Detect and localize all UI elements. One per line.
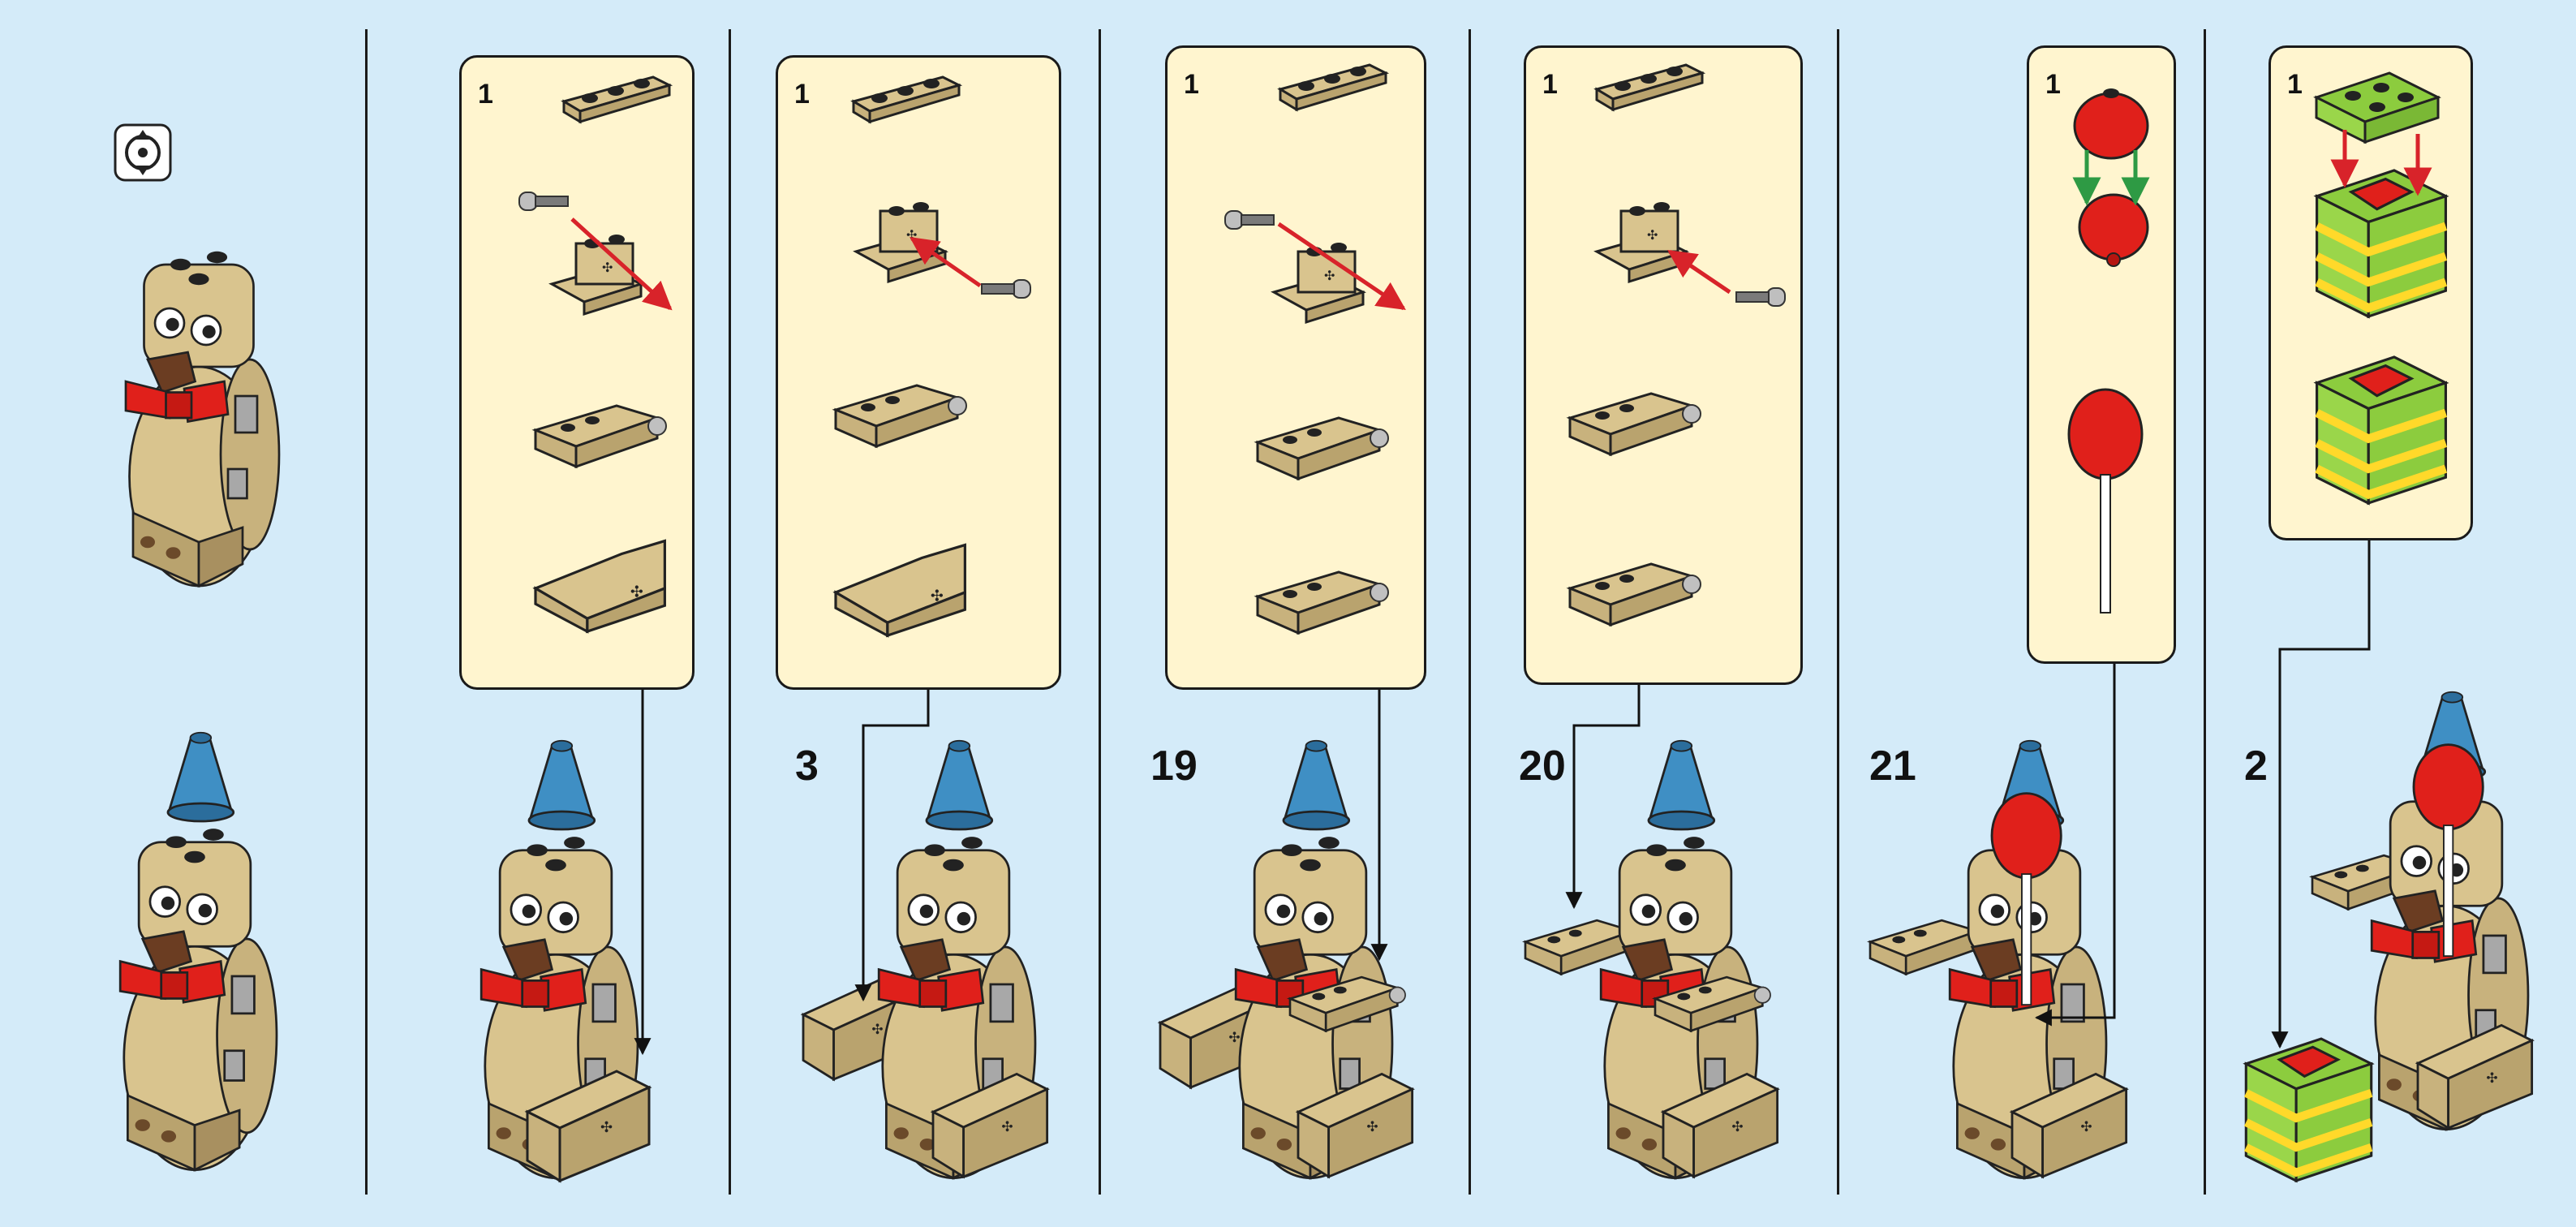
substep-number: 1: [478, 79, 493, 110]
hinge-piece: [535, 390, 673, 479]
leg-piece: [1298, 1047, 1420, 1185]
pin-piece: [974, 276, 1030, 308]
wedge-piece: [836, 536, 974, 649]
pin-piece: [519, 188, 576, 221]
plate-piece: [854, 77, 967, 126]
column-divider: [1837, 29, 1839, 1195]
gift-assembled: [2316, 357, 2446, 503]
balloon-assembled: [2069, 381, 2146, 633]
step-number: 19: [1150, 742, 1198, 790]
pin-piece: [1225, 207, 1282, 239]
wedge-piece: [535, 536, 673, 641]
substep-number: 1: [2287, 69, 2303, 101]
plate-piece: [564, 77, 677, 126]
leg-piece: [2418, 998, 2539, 1136]
step-number: 20: [1519, 742, 1566, 790]
substep-number: 1: [794, 79, 810, 110]
hinge-piece: [836, 365, 974, 463]
bracket-piece: [1274, 243, 1387, 333]
column-divider: [729, 29, 731, 1195]
pin-piece: [1728, 284, 1785, 316]
column-divider: [1469, 29, 1471, 1195]
balloon-bottom-piece: [2077, 191, 2150, 272]
bracket-piece: [552, 235, 665, 325]
leg-piece: [933, 1047, 1055, 1185]
hinge-piece: [1258, 552, 1396, 649]
leg-piece: [527, 1047, 657, 1185]
balloon-on-model: [1992, 783, 2065, 1027]
gift-base-piece: [2316, 170, 2446, 316]
hinge-piece: [1570, 373, 1708, 471]
column-divider: [1099, 29, 1101, 1195]
balloon-top-piece: [2073, 85, 2150, 158]
plate-piece: [1597, 65, 1710, 114]
hinge-piece: [1258, 398, 1396, 495]
balloon-on-model: [2414, 734, 2487, 978]
bracket-piece: [1597, 203, 1710, 292]
substep-number: 1: [1184, 69, 1199, 101]
leg-piece: [1663, 1047, 1785, 1185]
bear-preview-front: [110, 235, 288, 601]
hinge-piece: [1570, 544, 1708, 641]
step-number: 3: [795, 742, 819, 790]
gift-on-base: [2246, 1039, 2372, 1181]
step-number: 21: [1869, 742, 1916, 790]
substep-number: 1: [1542, 69, 1558, 101]
plate-piece: [1280, 65, 1394, 114]
rotate-model-icon[interactable]: [114, 123, 172, 182]
bear-preview-hat: [105, 730, 284, 1185]
hinge-piece: [1290, 958, 1412, 1047]
step-number: 2: [2244, 742, 2268, 790]
bracket-piece: [856, 203, 970, 292]
substep-number: 1: [2045, 69, 2061, 101]
hinge-piece: [1655, 958, 1777, 1047]
column-divider: [365, 29, 368, 1195]
leg-piece: [2012, 1047, 2134, 1185]
column-divider: [2204, 29, 2206, 1195]
lime-plate-piece: [2316, 73, 2446, 154]
